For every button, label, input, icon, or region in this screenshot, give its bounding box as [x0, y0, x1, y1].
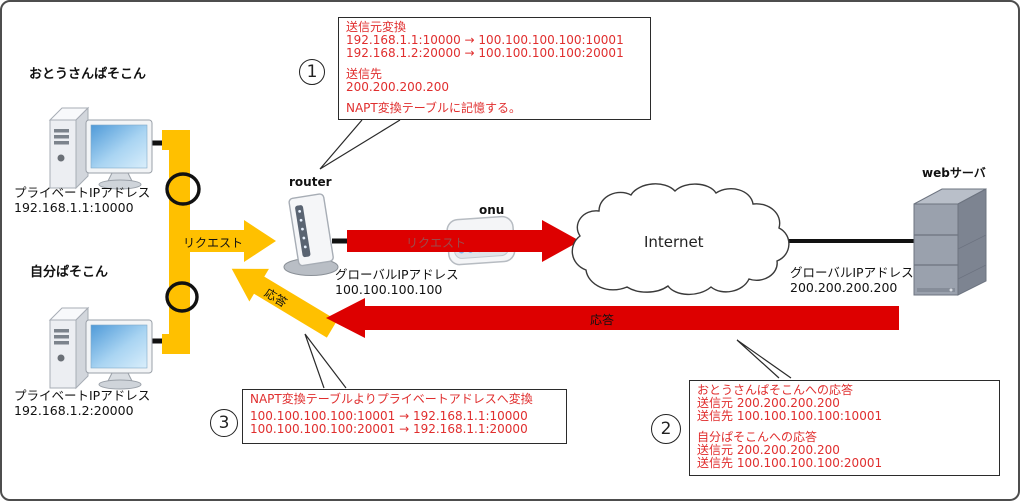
note1-line: 送信元変換	[346, 20, 407, 34]
webserver-global-ip: 200.200.200.200	[790, 280, 898, 295]
lan-port-circle-1	[165, 172, 201, 206]
note2-number: 2	[651, 414, 681, 444]
request-arrow-wan-label: リクエスト	[406, 236, 467, 250]
router-global-label: グローバルIPアドレス	[335, 267, 459, 282]
note3-line: NAPT変換テーブルよりプライベートアドレスへ変換	[250, 392, 533, 406]
router-icon	[283, 193, 339, 276]
note3-line: 100.100.100.100:10001 → 192.168.1.1:1000…	[250, 409, 528, 423]
note2-line: おとうさんぱそこんへの応答	[697, 383, 854, 397]
note1-line: 送信先	[346, 67, 383, 81]
note2-line: 送信元 200.200.200.200	[697, 443, 840, 457]
note1-line: NAPT変換テーブルに記憶する。	[346, 101, 522, 115]
webserver-icon	[913, 188, 987, 296]
pc1-icon	[49, 107, 153, 190]
pc2-icon	[49, 307, 153, 390]
note1-number: 1	[299, 59, 325, 85]
note3-box: NAPT変換テーブルよりプライベートアドレスへ変換 100.100.100.10…	[242, 389, 567, 444]
request-arrow-lan	[188, 220, 276, 262]
note2-line: 自分ぱそこんへの応答	[697, 430, 818, 444]
request-arrow-wan	[347, 220, 580, 262]
note1-callout	[319, 119, 401, 170]
pc1-address-value: 192.168.1.1:10000	[14, 200, 134, 215]
note2-line: 送信元 200.200.200.200	[697, 396, 840, 410]
onu-label: onu	[479, 203, 505, 217]
pc2-title: 自分ぱそこん	[30, 265, 109, 280]
webserver-label: webサーバ	[922, 166, 986, 180]
internet-label: Internet	[644, 233, 704, 251]
router-global-ip: 100.100.100.100	[335, 282, 443, 297]
note3-callout	[304, 333, 347, 389]
response-arrow-lan	[231, 268, 338, 338]
note2-line: 送信先 100.100.100.100:20001	[697, 456, 883, 470]
note1-line: 192.168.1.1:10000 → 100.100.100.100:1000…	[346, 33, 624, 47]
note2-line: 送信先 100.100.100.100:10001	[697, 409, 883, 423]
response-arrow-wan	[326, 298, 899, 338]
note2-box: おとうさんぱそこんへの応答 送信元 200.200.200.200 送信先 10…	[689, 380, 1000, 476]
note1-line: 200.200.200.200	[346, 80, 450, 94]
note2-callout	[736, 339, 792, 379]
lan-port-circle-2	[165, 281, 199, 313]
internet-cloud	[571, 183, 790, 296]
response-arrow-wan-label: 応答	[590, 313, 615, 327]
note1-box: 送信元変換 192.168.1.1:10000 → 100.100.100.10…	[338, 17, 651, 120]
note1-line: 192.168.1.2:20000 → 100.100.100.100:2000…	[346, 46, 624, 60]
router-label: router	[289, 175, 332, 189]
pc1-address-label: プライベートIPアドレス	[14, 185, 151, 200]
note3-number: 3	[210, 409, 238, 437]
pc1-title: おとうさんぱそこん	[29, 67, 147, 82]
pc2-address-label: プライベートIPアドレス	[14, 388, 151, 403]
request-arrow-lan-label: リクエスト	[183, 236, 244, 250]
webserver-global-label: グローバルIPアドレス	[790, 265, 914, 280]
pc2-address-value: 192.168.1.2:20000	[14, 403, 134, 418]
note3-line: 100.100.100.100:20001 → 192.168.1.1:2000…	[250, 422, 528, 436]
